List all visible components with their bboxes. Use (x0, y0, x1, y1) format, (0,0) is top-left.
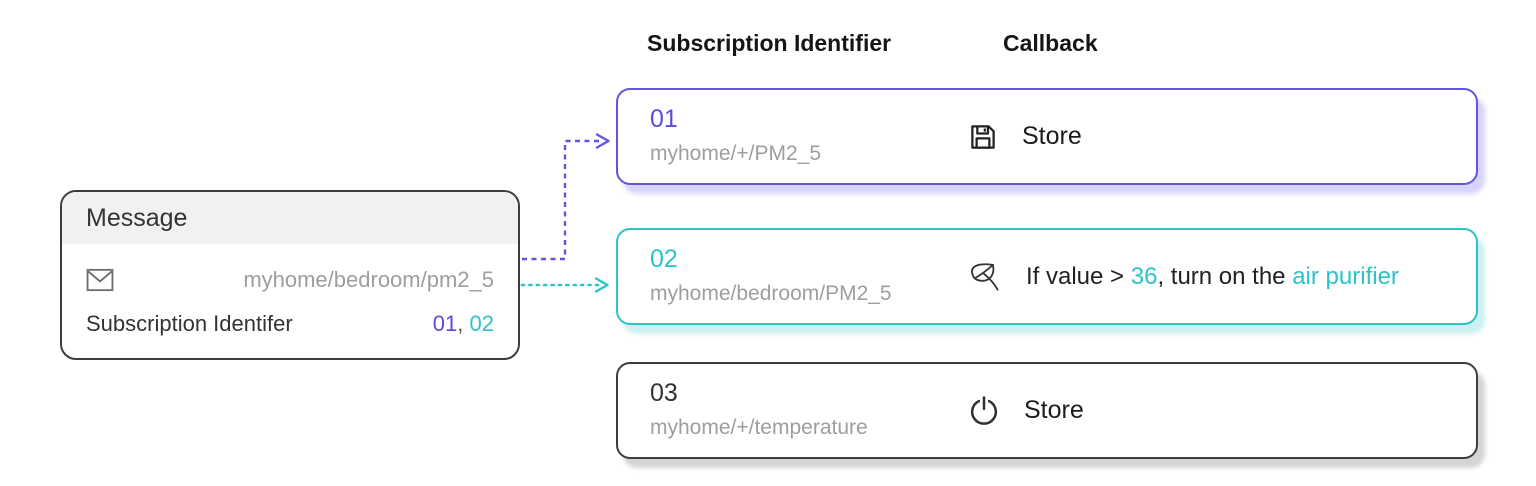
card-topic: myhome/+/temperature (650, 416, 868, 439)
card-identifier-block: 03 myhome/+/temperature (650, 379, 868, 440)
leaf-icon (966, 260, 1004, 294)
subscription-id-01: 01 (432, 311, 458, 336)
card-callback: Store (966, 90, 1082, 183)
card-id: 01 (650, 105, 678, 133)
arrow-to-card-02 (520, 277, 609, 293)
envelope-icon (86, 268, 114, 292)
callback-device-name: air purifier (1292, 262, 1399, 290)
arrow-to-card-01 (522, 133, 610, 261)
power-icon (966, 393, 1002, 429)
subscription-ids: 01, 02 (433, 311, 494, 337)
callback-text: If value > 36, turn on the air purifier (1026, 263, 1399, 291)
subscription-identifier-label: Subscription Identifer (86, 311, 293, 336)
message-box: Message myhome/bedroom/pm2_5 Subscriptio… (60, 190, 520, 360)
callback-text: Store (1024, 396, 1084, 424)
card-topic: myhome/bedroom/PM2_5 (650, 282, 892, 305)
column-header-subscription-identifier: Subscription Identifier (647, 30, 892, 56)
subscription-card-03: 03 myhome/+/temperature Store (616, 362, 1478, 459)
subscription-id-02: 02 (469, 311, 494, 336)
save-icon (966, 120, 1000, 154)
subscription-id-separator: , (457, 311, 470, 336)
card-callback: Store (966, 364, 1084, 457)
callback-condition-prefix: If value > (1026, 262, 1131, 290)
card-topic: myhome/+/PM2_5 (650, 142, 821, 165)
card-id: 03 (650, 379, 678, 407)
subscription-card-01: 01 myhome/+/PM2_5 Store (616, 88, 1478, 185)
message-box-body: myhome/bedroom/pm2_5 Subscription Identi… (62, 244, 518, 346)
callback-threshold-value: 36 (1130, 262, 1158, 290)
card-id: 02 (650, 245, 678, 273)
callback-text: Store (1022, 122, 1082, 150)
callback-condition-middle: , turn on the (1157, 262, 1293, 290)
message-topic-row: myhome/bedroom/pm2_5 (86, 258, 494, 302)
message-subscription-row: Subscription Identifer 01, 02 (86, 302, 494, 346)
message-box-title: Message (86, 203, 188, 232)
column-header-callback: Callback (1003, 30, 1098, 56)
subscription-card-02: 02 myhome/bedroom/PM2_5 If value > 36, t… (616, 228, 1478, 325)
card-identifier-block: 02 myhome/bedroom/PM2_5 (650, 245, 892, 306)
card-callback: If value > 36, turn on the air purifier (966, 230, 1399, 323)
message-box-header: Message (62, 192, 518, 244)
card-identifier-block: 01 myhome/+/PM2_5 (650, 105, 821, 166)
message-topic: myhome/bedroom/pm2_5 (243, 267, 494, 292)
